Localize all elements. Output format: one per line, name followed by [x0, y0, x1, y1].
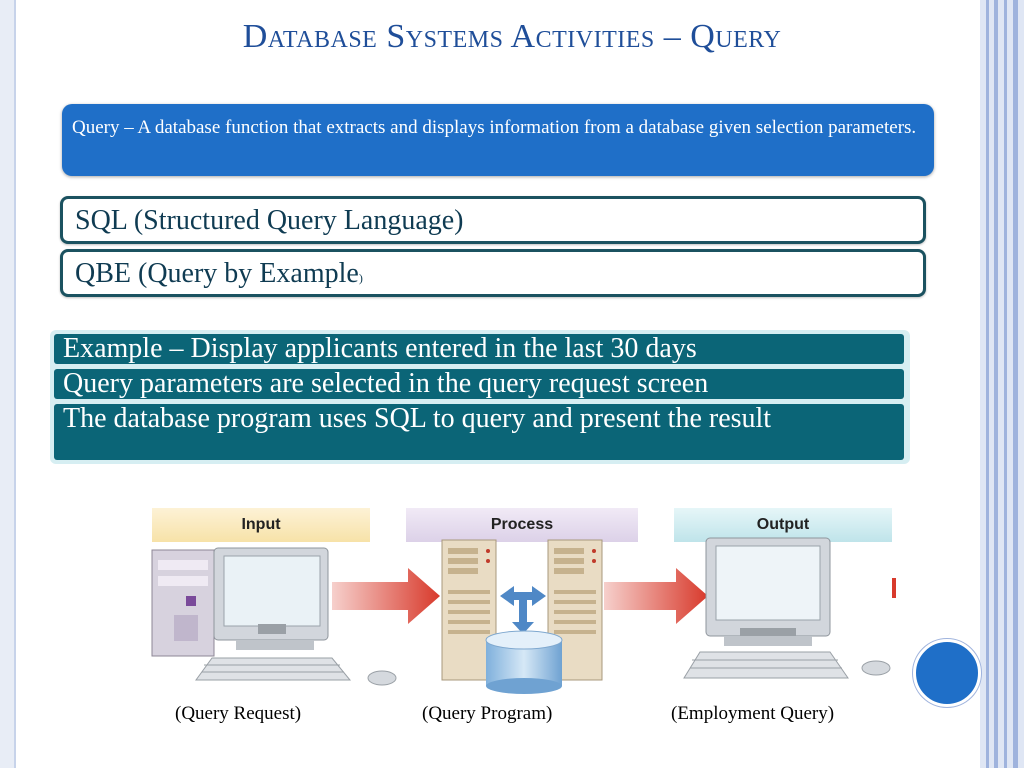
- example-line-3: The database program uses SQL to query a…: [54, 404, 904, 460]
- process-caption: (Query Program): [422, 703, 553, 724]
- qbe-method-box: QBE (Query by Example): [60, 249, 926, 297]
- decorative-circle: [913, 639, 981, 707]
- definition-box: Query – A database function that extract…: [62, 104, 934, 176]
- computer-icon: [683, 537, 896, 679]
- example-line-1: Example – Display applicants entered in …: [54, 334, 904, 364]
- arrow-right-icon: [332, 568, 440, 624]
- input-caption: (Query Request): [175, 703, 302, 724]
- slide-right-border: [980, 0, 1024, 768]
- example-line-2: Query parameters are selected in the que…: [54, 369, 904, 399]
- input-label: Input: [152, 508, 370, 542]
- process-label: Process: [406, 508, 638, 542]
- sql-method-label: SQL (Structured Query Language): [75, 205, 464, 236]
- database-icon: [485, 630, 563, 694]
- qbe-method-label: QBE (Query by Example: [75, 258, 359, 289]
- exchange-arrow-icon: [500, 586, 546, 634]
- arrow-right-icon: [604, 568, 708, 624]
- slide-left-border: [0, 0, 16, 768]
- qbe-method-suffix: ): [358, 271, 363, 285]
- server-icon: [441, 539, 603, 681]
- computer-icon: [151, 547, 397, 686]
- output-caption: (Employment Query): [671, 703, 835, 724]
- output-label: Output: [674, 508, 892, 542]
- sql-method-box: SQL (Structured Query Language): [60, 196, 926, 244]
- slide-title: Database Systems Activities – Query: [242, 18, 782, 55]
